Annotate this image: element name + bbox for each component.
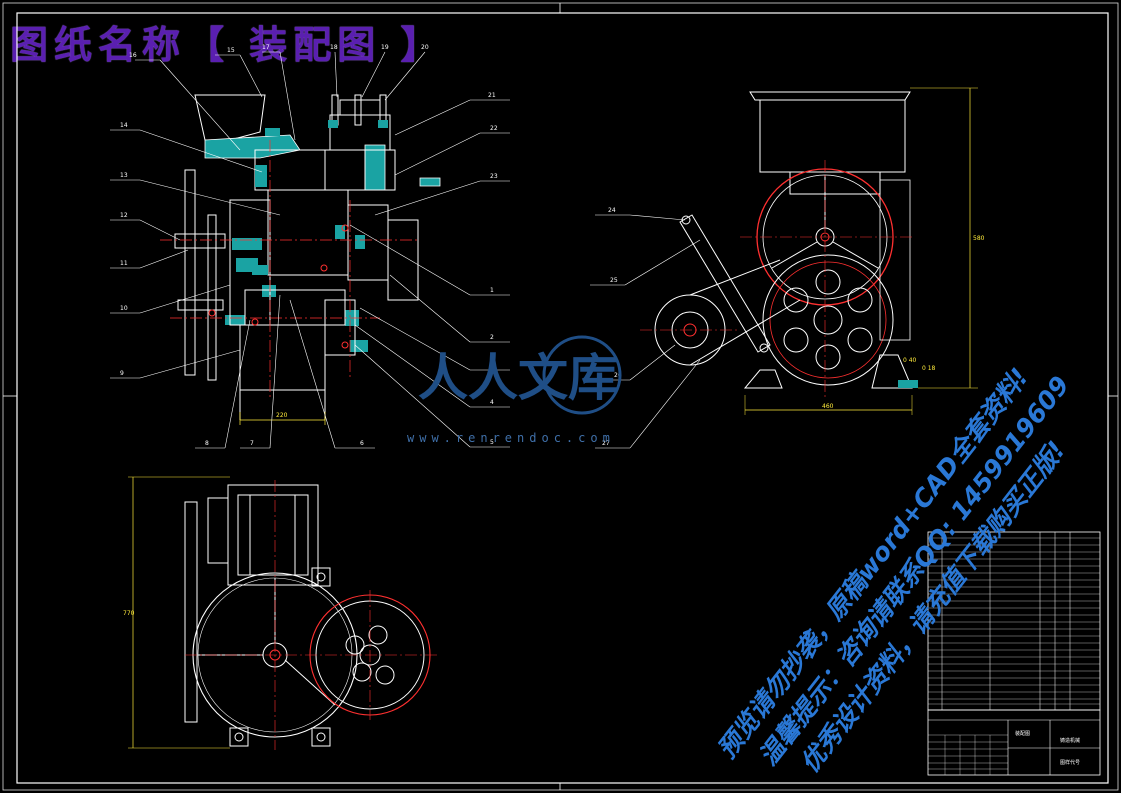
callout-7: 7: [250, 440, 254, 447]
side-view: 580 460 0 40 0 18 24 25 26 27: [590, 87, 985, 449]
drawing-title: 图纸名称【 装配图 】: [10, 22, 445, 67]
callout-23: 23: [490, 173, 498, 180]
callout-6: 6: [360, 440, 364, 447]
promo-diagonal: 预览请勿抄袭，原稿word+CAD全套资料! 温馨提示：咨询请联系QQ: 145…: [712, 363, 1075, 778]
dim-side-small-a: 0 40: [903, 357, 917, 364]
title-block-code: 图样代号: [1060, 759, 1080, 766]
callout-1: 1: [490, 287, 494, 294]
callout-15: 15: [227, 47, 235, 54]
title-block-machine: 铸造机械: [1060, 737, 1080, 744]
top-view: 770: [123, 476, 440, 750]
callout-27: 27: [602, 440, 610, 447]
callout-9: 9: [120, 370, 124, 377]
front-view: 220 16: [110, 44, 510, 449]
callout-11: 11: [120, 260, 128, 267]
title-block: 装配图 铸造机械 图样代号: [927, 531, 1101, 776]
dim-top-height: 770: [123, 610, 135, 617]
callout-10: 10: [120, 305, 128, 312]
callout-13: 13: [120, 172, 128, 179]
callout-18: 18: [330, 44, 338, 51]
callout-8: 8: [205, 440, 209, 447]
watermark-logo: 人人文库: [418, 348, 618, 407]
callout-17: 17: [262, 44, 270, 51]
front-callouts: 16 15 17 18 19 20 21 14 22 13 23 12 11 1…: [120, 44, 498, 447]
callout-12: 12: [120, 212, 128, 219]
callout-2: 2: [490, 334, 494, 341]
callout-19: 19: [381, 44, 389, 51]
watermark-logo-icon: [542, 335, 622, 415]
callout-22: 22: [490, 125, 498, 132]
dim-side-width: 460: [822, 403, 834, 410]
watermark: 人人文库 www.renrendoc.com: [407, 335, 622, 445]
callout-3: 3: [490, 362, 494, 369]
promo-line-2: 温馨提示：咨询请联系QQ: 1459919609: [753, 371, 1075, 771]
callout-4: 4: [490, 399, 494, 406]
dim-side-height: 580: [973, 235, 985, 242]
dim-side-small-b: 0 18: [922, 365, 936, 372]
callout-14: 14: [120, 122, 128, 129]
watermark-url: www.renrendoc.com: [407, 431, 615, 445]
callout-5: 5: [490, 439, 494, 446]
callout-24: 24: [608, 207, 616, 214]
callout-21: 21: [488, 92, 496, 99]
callout-16: 16: [129, 52, 137, 59]
dim-front-bottom: 220: [276, 412, 288, 419]
inner-frame: [16, 12, 1109, 784]
title-block-name: 装配图: [1015, 730, 1030, 737]
callout-26: 26: [614, 372, 622, 379]
callout-25: 25: [610, 277, 618, 284]
callout-20: 20: [421, 44, 429, 51]
